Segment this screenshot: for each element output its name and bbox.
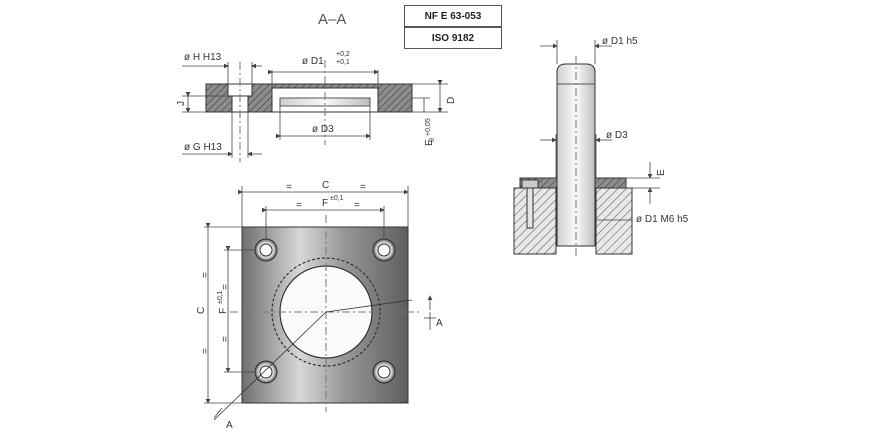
label-d: D [446, 97, 457, 104]
label-eq-7: = [220, 284, 231, 290]
screw-head [521, 179, 539, 189]
standard-iso: ISO 9182 [404, 27, 502, 49]
label-a-right: A [436, 318, 443, 329]
label-j: J [176, 101, 187, 106]
label-d1-sub: +0,1 [336, 59, 350, 66]
label-d1: ø D1 [302, 56, 324, 67]
label-d1-h5: ø D1 h5 [602, 36, 638, 47]
standard-nf: NF E 63-053 [404, 5, 502, 27]
assembly-dimensions [540, 40, 660, 221]
bolt-hole-bl-inner [259, 365, 273, 379]
label-d3: ø D3 [312, 124, 334, 135]
bolt-hole-br-inner [377, 365, 391, 379]
label-eq-1: = [286, 182, 292, 193]
section-line [325, 299, 413, 313]
assembly-view [513, 56, 633, 258]
label-eq-8: = [220, 336, 231, 342]
label-eq-4: = [354, 200, 360, 211]
label-f-top: F [322, 198, 328, 209]
label-e: E [424, 139, 435, 146]
screw-shank [526, 187, 534, 229]
bolt-hole-tl-inner [259, 243, 273, 257]
section-dimensions [182, 62, 448, 158]
label-d3-right: ø D3 [606, 130, 628, 141]
label-d1-m6: ø D1 M6 h5 [636, 214, 689, 225]
label-e-right: E [656, 169, 667, 176]
section-line [213, 311, 327, 421]
section-view [205, 60, 413, 162]
label-c-top: C [322, 180, 329, 191]
label-g-h13: ø G H13 [184, 142, 222, 153]
base-block-left [513, 187, 557, 255]
plan-view [213, 215, 420, 421]
label-h13: ø H H13 [184, 52, 222, 63]
label-f-tol: ±0,1 [330, 195, 344, 202]
base-block-right [595, 187, 633, 255]
label-e-sup: +0,05 [425, 118, 432, 136]
plan-dimensions [204, 186, 436, 419]
bolt-hole-tr-inner [377, 243, 391, 257]
label-f-left: F [218, 308, 229, 314]
label-d1-sup: +0,2 [336, 51, 350, 58]
label-c-left: C [196, 307, 207, 314]
label-eq-2: = [360, 182, 366, 193]
label-e-sub: 0 [429, 138, 436, 142]
section-title: A–A [318, 11, 346, 28]
label-a-bottom: A [226, 420, 233, 431]
label-f-left-tol: ±0,1 [217, 290, 224, 304]
label-eq-6: = [200, 348, 211, 354]
label-eq-3: = [296, 200, 302, 211]
label-eq-5: = [200, 272, 211, 278]
